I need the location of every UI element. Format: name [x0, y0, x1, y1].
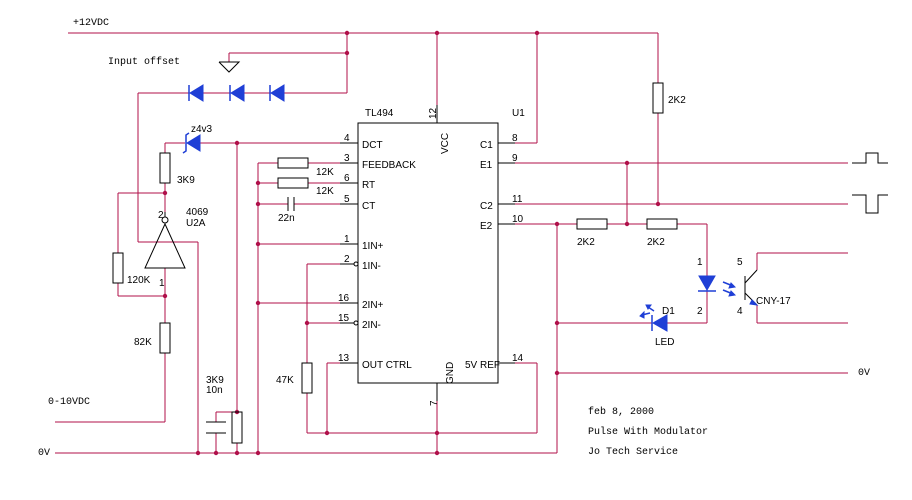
inverter-pin-out: 1 [159, 278, 165, 289]
optocoupler-cny17 [722, 269, 759, 306]
r-2k2-a-label: 2K2 [577, 237, 595, 248]
input-label: 0-10VDC [48, 397, 90, 408]
zener-diode [182, 132, 201, 154]
ground-symbol [218, 61, 241, 73]
pin-name-2in-plus: 2IN+ [362, 300, 384, 311]
pin-num-1in-minus: 2 [344, 254, 350, 265]
pin-num-2in-minus: 15 [338, 313, 350, 324]
r-3k9-bottom-label: 3K9 [206, 375, 224, 386]
resistor-12k-feedback [277, 157, 309, 169]
author-label: Jo Tech Service [588, 446, 678, 458]
pin-num-5v-ref: 14 [512, 353, 524, 364]
capacitor-22n [287, 197, 295, 211]
opto-label: CNY-17 [756, 296, 791, 307]
ic-body [357, 122, 499, 384]
c-22n-label: 22n [278, 213, 295, 224]
pin-num-vcc: 12 [428, 107, 439, 119]
resistor-47k [301, 362, 313, 394]
pin-name-gnd: GND [445, 362, 456, 384]
pin-name-vcc: VCC [440, 133, 451, 154]
pin-name-1in-minus: 1IN- [362, 261, 381, 272]
pin-name-c1: C1 [480, 140, 493, 151]
pin-num-1in-plus: 1 [344, 234, 350, 245]
output-waveforms [852, 152, 888, 214]
pin-num-dct: 4 [344, 133, 350, 144]
input-offset-label: Input offset [108, 56, 180, 68]
inverter-ref-label: U2A [186, 218, 206, 229]
pin-name-rt: RT [362, 180, 375, 191]
pin-name-c2: C2 [480, 201, 493, 212]
waveform-e1 [852, 152, 888, 164]
gnd-left-label: 0V [38, 448, 50, 459]
resistor-2k2-b [646, 218, 678, 230]
pin-num-out-ctrl: 13 [338, 353, 350, 364]
opto-pin-4: 4 [737, 306, 743, 317]
opto-pin-2: 2 [697, 306, 703, 317]
inverter-4069 [144, 212, 186, 269]
resistor-12k-rt [277, 177, 309, 189]
opto-led [698, 275, 716, 292]
diodes [182, 84, 716, 332]
pin-num-ct: 5 [344, 194, 350, 205]
opto-pin-1: 1 [697, 257, 703, 268]
resistors [112, 82, 678, 444]
pin-num-e1: 9 [512, 153, 518, 164]
date-label: feb 8, 2000 [588, 406, 654, 418]
inverter-part-label: 4069 [186, 207, 209, 218]
pin-num-rt: 6 [344, 173, 350, 184]
zener-label: z4v3 [191, 124, 213, 135]
r-47k-label: 47K [276, 375, 294, 386]
pin-num-feedback: 3 [344, 153, 350, 164]
pin-name-e2: E2 [480, 221, 493, 232]
resistor-3k9-bottom [231, 411, 243, 444]
pin-name-dct: DCT [362, 140, 383, 151]
offset-diode-3 [269, 84, 285, 102]
offset-diode-1 [188, 84, 204, 102]
offset-diode-2 [229, 84, 245, 102]
pin-name-2in-minus: 2IN- [362, 320, 381, 331]
c-10n-label: 10n [206, 385, 223, 396]
r-82k-label: 82K [134, 337, 152, 348]
pin-name-feedback: FEEDBACK [362, 160, 416, 171]
resistor-2k2-a [576, 218, 608, 230]
r-120k-label: 120K [127, 275, 151, 286]
led-label: LED [655, 337, 674, 348]
title-label: Pulse With Modulator [588, 426, 708, 438]
resistor-82k [159, 322, 171, 354]
r-2k2-b-label: 2K2 [647, 237, 665, 248]
pin-name-e1: E1 [480, 160, 493, 171]
r-3k9-top-label: 3K9 [177, 175, 195, 186]
r-12k-a-label: 12K [316, 167, 334, 178]
ic-ref: U1 [512, 108, 525, 119]
waveform-c2 [852, 194, 888, 214]
resistor-3k9-top [159, 152, 171, 184]
r-2k2-pullup-label: 2K2 [668, 95, 686, 106]
pin-name-5v-ref: 5V REF [465, 360, 500, 371]
inverter-pin-in: 2 [158, 210, 164, 221]
gnd-right-label: 0V [858, 368, 870, 379]
junctions [162, 30, 661, 456]
r-12k-b-label: 12K [316, 186, 334, 197]
resistor-120k [112, 252, 124, 284]
ic-tl494: TL494 U1 4 DCT 3 FEEDBACK 6 RT 5 CT 1 1I… [338, 105, 525, 406]
pin-num-gnd: 7 [429, 400, 440, 406]
vcc-rail-label: +12VDC [73, 18, 109, 29]
pin-num-c2: 11 [512, 194, 523, 205]
pin-name-1in-plus: 1IN+ [362, 241, 384, 252]
pin-num-e2: 10 [512, 214, 524, 225]
capacitor-10n [206, 421, 226, 434]
opto-pin-5: 5 [737, 257, 743, 268]
pin-num-2in-plus: 16 [338, 293, 350, 304]
led-d1 [639, 304, 668, 332]
pin-name-ct: CT [362, 201, 375, 212]
labels: +12VDC Input offset z4v3 3K9 4069 U2A 2 … [38, 18, 870, 459]
resistor-2k2-pullup [652, 82, 664, 114]
led-ref-label: D1 [662, 306, 675, 317]
capacitors [206, 197, 295, 434]
pin-name-out-ctrl: OUT CTRL [362, 360, 412, 371]
ic-name: TL494 [365, 108, 394, 119]
pin-num-c1: 8 [512, 133, 518, 144]
